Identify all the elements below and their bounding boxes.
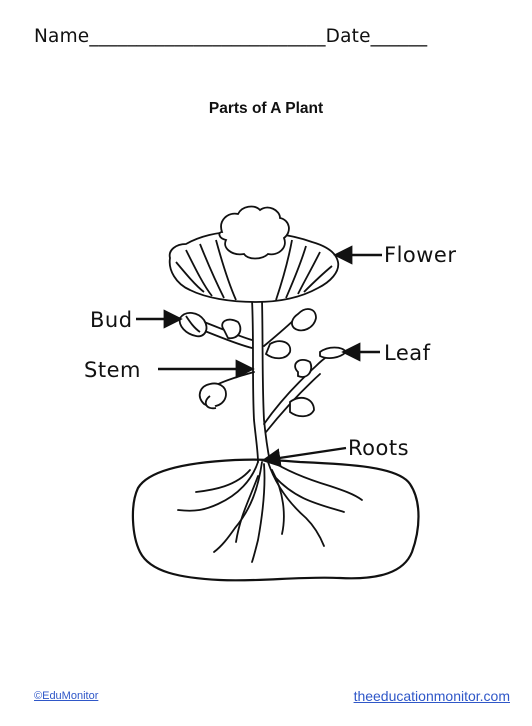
label-flower: Flower <box>384 243 457 267</box>
leaves-drawing <box>198 308 348 418</box>
roots-arrow <box>261 446 347 468</box>
label-roots: Roots <box>348 436 409 460</box>
label-stem: Stem <box>84 358 141 382</box>
name-label: Name <box>34 26 90 47</box>
flower-drawing <box>168 205 340 303</box>
page-title: Parts of A Plant <box>208 100 324 117</box>
soil-mound <box>131 458 420 582</box>
footer-site-link[interactable]: theeducationmonitor.com <box>353 688 510 704</box>
name-blank[interactable]: _________________________ <box>89 26 326 47</box>
label-leaf: Leaf <box>384 341 431 365</box>
date-label: Date <box>325 26 371 47</box>
date-blank[interactable]: ______ <box>370 26 428 47</box>
label-arrows <box>136 245 382 468</box>
roots-drawing <box>177 459 363 563</box>
bud-drawing <box>178 312 208 338</box>
worksheet-header: Name _________________________ Date ____… <box>34 26 504 47</box>
label-bud: Bud <box>90 308 133 332</box>
footer-copyright-link[interactable]: ©EduMonitor <box>34 690 99 702</box>
